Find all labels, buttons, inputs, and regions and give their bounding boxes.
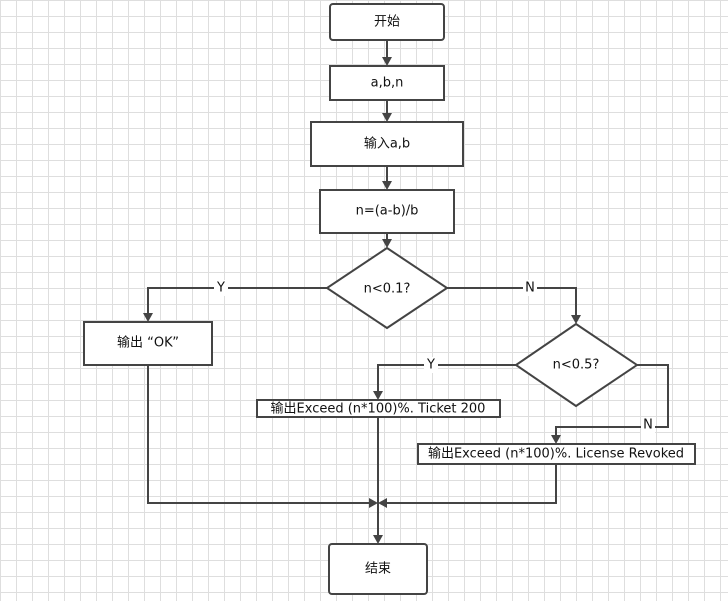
edge-label-cond2-no: N bbox=[643, 418, 653, 433]
node-start-label: 开始 bbox=[374, 15, 400, 30]
node-cond2-label: n<0.5? bbox=[553, 358, 600, 373]
node-start: 开始 bbox=[329, 3, 445, 41]
edge-labels: Y N Y N bbox=[214, 280, 655, 433]
arrowhead bbox=[382, 239, 392, 248]
edge-cond2-no bbox=[555, 364, 669, 436]
node-end-label: 结束 bbox=[365, 562, 391, 577]
node-out-revoked: 输出Exceed (n*100)%. License Revoked bbox=[417, 443, 696, 465]
edge-cond1-yes bbox=[147, 287, 327, 314]
node-out-ok-label: 输出 “OK” bbox=[117, 335, 179, 351]
edge-cond2-yes bbox=[377, 364, 516, 392]
edge-revoked-merge bbox=[386, 464, 557, 504]
edges bbox=[143, 40, 669, 544]
arrowhead bbox=[551, 435, 561, 444]
node-declare: a,b,n bbox=[329, 65, 445, 101]
node-cond1-label: n<0.1? bbox=[364, 282, 411, 297]
node-input: 输入a,b bbox=[310, 121, 464, 167]
node-input-label: 输入a,b bbox=[364, 136, 410, 152]
arrowhead bbox=[382, 181, 392, 190]
arrowhead bbox=[369, 498, 378, 508]
arrowhead bbox=[382, 113, 392, 122]
arrowhead bbox=[373, 535, 383, 544]
node-cond1: n<0.1? bbox=[325, 246, 449, 330]
arrowhead bbox=[378, 498, 387, 508]
node-declare-label: a,b,n bbox=[371, 76, 404, 91]
edge-label-cond1-no: N bbox=[525, 281, 535, 296]
node-out-ticket-label: 输出Exceed (n*100)%. Ticket 200 bbox=[271, 401, 486, 417]
arrowhead bbox=[571, 315, 581, 324]
node-cond2: n<0.5? bbox=[514, 322, 639, 408]
edge-cond1-no bbox=[447, 287, 577, 316]
node-out-revoked-label: 输出Exceed (n*100)%. License Revoked bbox=[428, 446, 684, 462]
edge-ok-merge bbox=[147, 365, 370, 504]
node-compute-label: n=(a-b)/b bbox=[356, 204, 419, 219]
arrowhead bbox=[143, 313, 153, 322]
edge-label-cond2-yes: Y bbox=[426, 358, 435, 373]
node-compute: n=(a-b)/b bbox=[319, 189, 455, 234]
edge-label-cond1-yes: Y bbox=[216, 281, 225, 296]
node-out-ok: 输出 “OK” bbox=[83, 321, 213, 366]
arrowhead bbox=[382, 57, 392, 66]
arrowhead bbox=[373, 391, 383, 400]
node-out-ticket: 输出Exceed (n*100)%. Ticket 200 bbox=[256, 399, 501, 418]
node-end: 结束 bbox=[328, 543, 428, 595]
